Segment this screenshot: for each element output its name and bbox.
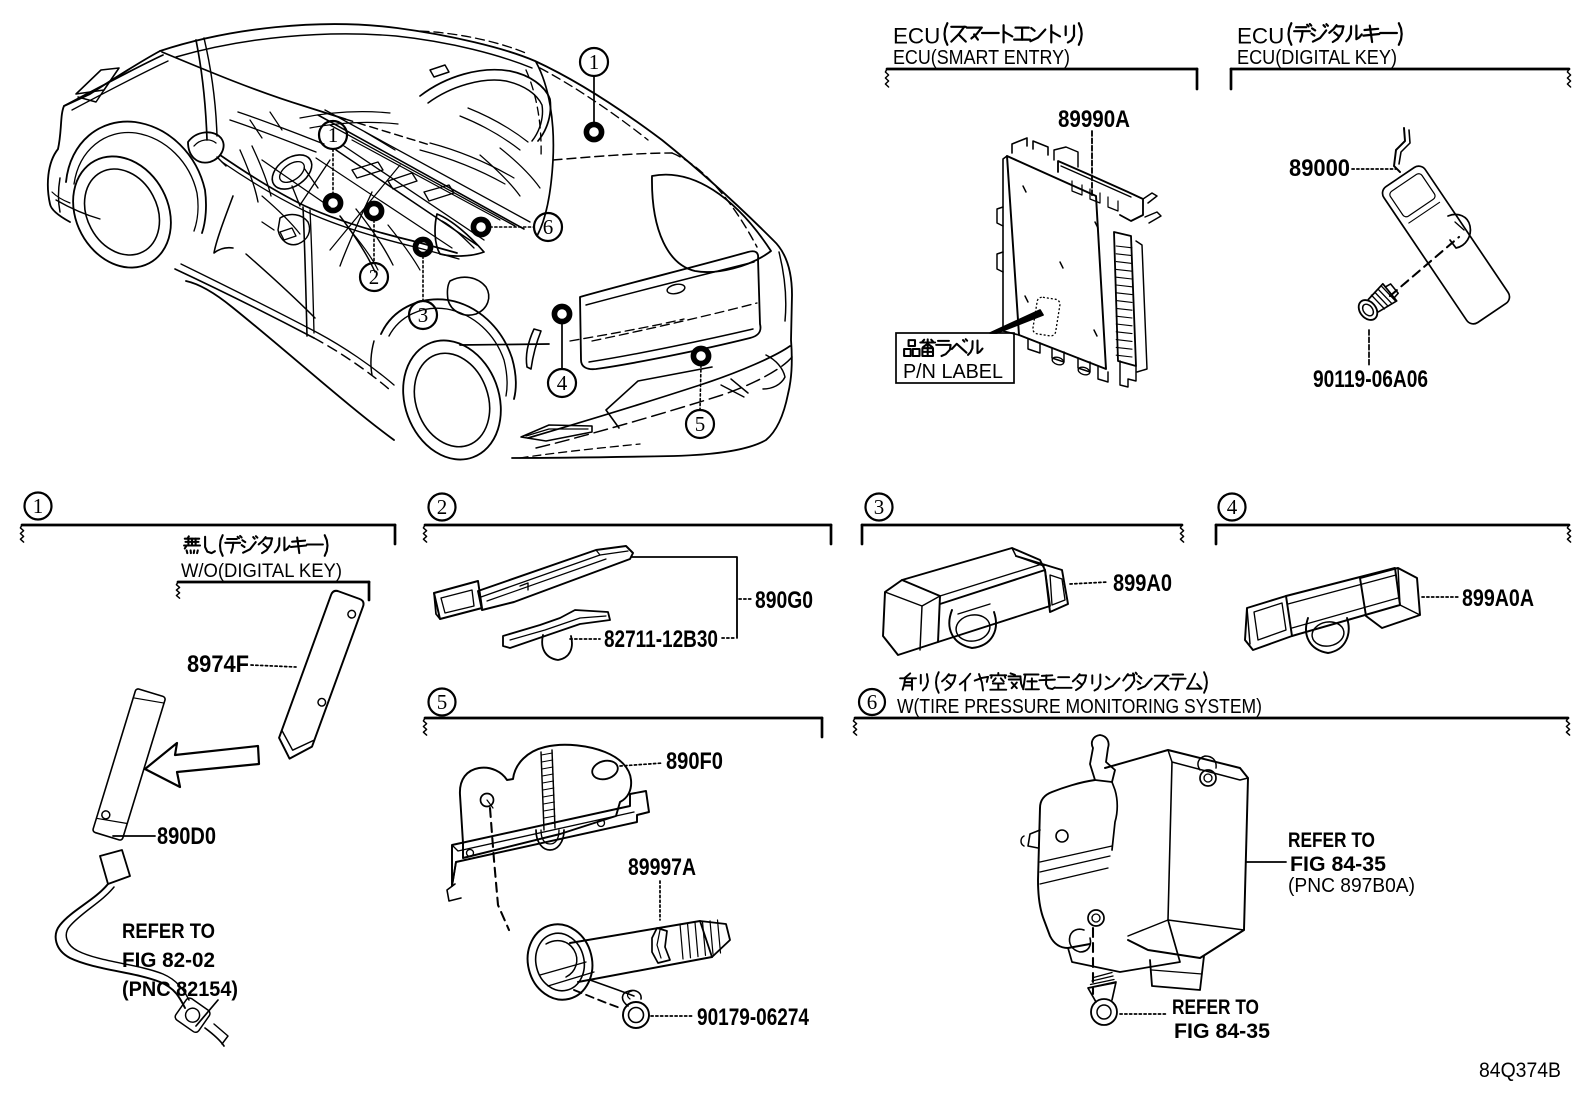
svg-text:P/N LABEL: P/N LABEL: [903, 361, 1003, 383]
svg-text:3: 3: [874, 495, 885, 519]
svg-text:899A0A: 899A0A: [1462, 585, 1534, 612]
svg-text:2: 2: [369, 265, 380, 289]
svg-text:6: 6: [867, 690, 878, 714]
svg-text:1: 1: [328, 123, 339, 147]
svg-text:5: 5: [695, 412, 706, 436]
svg-text:REFER TO: REFER TO: [1288, 829, 1375, 852]
svg-text:890G0: 890G0: [755, 587, 813, 614]
svg-text:4: 4: [1227, 495, 1238, 519]
svg-text:899A0: 899A0: [1113, 570, 1172, 597]
svg-text:ECU(DIGITAL KEY): ECU(DIGITAL KEY): [1237, 47, 1397, 69]
svg-text:(PNC 82154): (PNC 82154): [122, 978, 238, 1001]
svg-text:890F0: 890F0: [666, 748, 723, 775]
svg-text:1: 1: [589, 50, 600, 74]
svg-text:REFER TO: REFER TO: [122, 920, 215, 943]
svg-text:(PNC 897B0A): (PNC 897B0A): [1288, 875, 1415, 897]
svg-text:4: 4: [557, 371, 568, 395]
svg-text:ECU: ECU: [893, 23, 940, 48]
svg-text:8974F: 8974F: [187, 651, 249, 678]
svg-text:W/O(DIGITAL KEY): W/O(DIGITAL KEY): [181, 561, 342, 582]
svg-text:2: 2: [437, 495, 448, 519]
svg-text:89997A: 89997A: [628, 854, 696, 881]
svg-text:REFER TO: REFER TO: [1172, 996, 1259, 1019]
svg-text:FIG 84-35: FIG 84-35: [1290, 853, 1386, 876]
svg-text:84Q374B: 84Q374B: [1479, 1059, 1561, 1082]
svg-text:FIG 84-35: FIG 84-35: [1174, 1020, 1270, 1043]
svg-text:89000: 89000: [1289, 155, 1350, 182]
svg-text:1: 1: [33, 494, 44, 518]
svg-text:82711-12B30: 82711-12B30: [604, 626, 718, 653]
svg-text:ECU: ECU: [1237, 23, 1284, 48]
svg-text:FIG 82-02: FIG 82-02: [122, 949, 215, 972]
svg-text:ECU(SMART ENTRY): ECU(SMART ENTRY): [893, 47, 1070, 69]
svg-text:90179-06274: 90179-06274: [697, 1004, 810, 1031]
svg-text:890D0: 890D0: [157, 823, 216, 850]
svg-text:89990A: 89990A: [1058, 106, 1130, 133]
svg-text:5: 5: [437, 690, 448, 714]
svg-text:90119-06A06: 90119-06A06: [1313, 366, 1428, 393]
svg-text:W(TIRE PRESSURE MONITORING SYS: W(TIRE PRESSURE MONITORING SYSTEM): [897, 696, 1262, 718]
svg-text:3: 3: [418, 303, 429, 327]
svg-text:6: 6: [543, 215, 554, 239]
